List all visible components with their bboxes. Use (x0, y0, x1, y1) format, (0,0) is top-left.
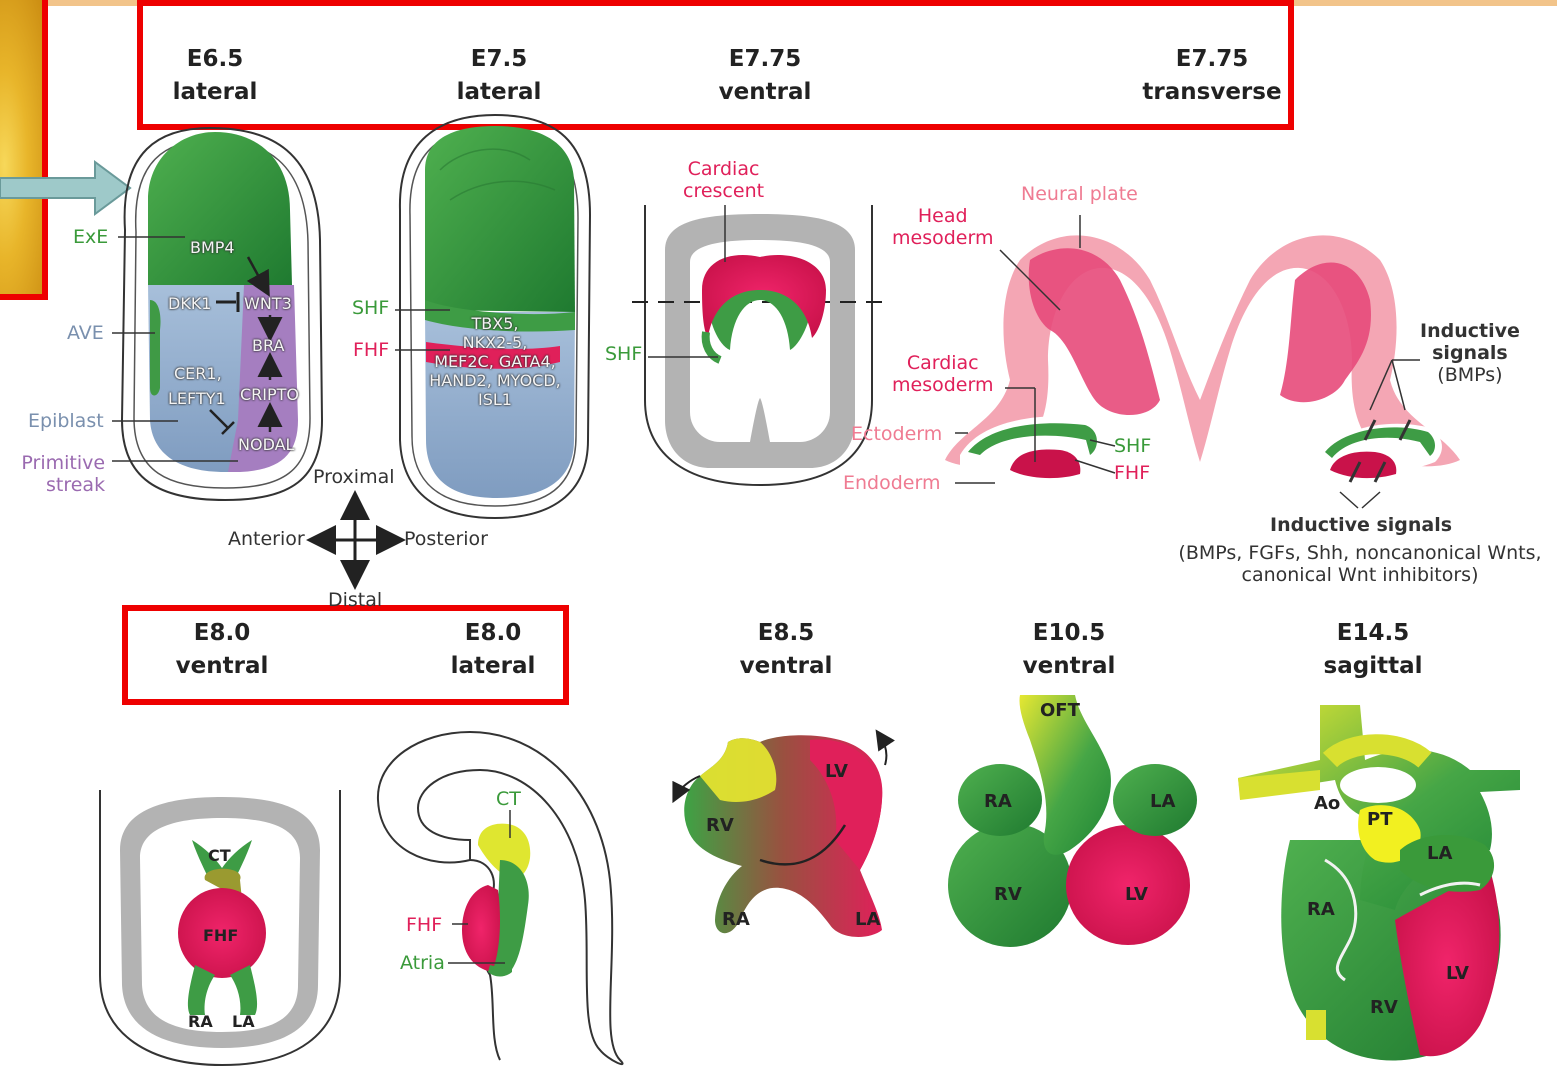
e80l-fhf-label: FHF (406, 914, 442, 936)
axis-distal-label: Distal (328, 589, 382, 611)
e775-ventral-drawing (632, 205, 885, 485)
neural-plate-label: Neural plate (1021, 183, 1138, 205)
bmp4-label: BMP4 (190, 238, 235, 257)
e145-rv-label: RV (1370, 997, 1398, 1018)
axis-anterior-label: Anterior (228, 528, 305, 550)
cripto-label: CRIPTO (240, 385, 299, 404)
e775v-shf-label: SHF (605, 343, 642, 365)
e85-ra-label: RA (722, 909, 750, 930)
lefty1-label: LEFTY1 (168, 389, 226, 408)
inductive-signals-detail: (BMPs, FGFs, Shh, noncanonical Wnts,cano… (1170, 542, 1550, 586)
e145-la-label: LA (1427, 843, 1452, 864)
nodal-label: NODAL (238, 435, 294, 454)
e775t-fhf-label: FHF (1114, 462, 1150, 484)
e105-rv-label: RV (994, 884, 1022, 905)
axis-proximal-label: Proximal (313, 466, 395, 488)
e775-transverse-drawing (945, 215, 1460, 508)
cer1-label: CER1, (174, 364, 222, 383)
pointer-arrow (0, 162, 130, 214)
axis-compass (318, 502, 394, 578)
wnt3-label: WNT3 (244, 294, 292, 313)
ave-label: AVE (67, 322, 104, 344)
e80v-fhf-label: FHF (203, 926, 238, 945)
e80v-ra-label: RA (188, 1012, 213, 1031)
ectoderm-label: Ectoderm (851, 423, 942, 445)
e80v-la-label: LA (232, 1012, 255, 1031)
e75-shf-label: SHF (352, 297, 389, 319)
e105-oft-label: OFT (1040, 700, 1080, 721)
e80l-ct-label: CT (496, 788, 521, 810)
e80l-atria-label: Atria (400, 952, 445, 974)
inductive-signals-title: Inductive signals (1270, 514, 1452, 536)
axis-posterior-label: Posterior (404, 528, 488, 550)
e105-lv-label: LV (1125, 884, 1148, 905)
e105-la-label: LA (1150, 791, 1175, 812)
exe-label: ExE (73, 226, 108, 248)
e85-lv-label: LV (825, 761, 848, 782)
e75-gene-list: TBX5,NKX2-5,MEF2C, GATA4,HAND2, MYOCD,IS… (420, 314, 570, 409)
e145-lv-label: LV (1446, 963, 1469, 984)
e85-rv-label: RV (706, 815, 734, 836)
e80v-ct-label: CT (208, 846, 231, 865)
e80-lateral-drawing (378, 732, 623, 1064)
dkk1-label: DKK1 (168, 294, 211, 313)
e85-la-label: LA (855, 909, 880, 930)
e75-fhf-label: FHF (353, 339, 389, 361)
e145-pt-label: PT (1367, 809, 1392, 830)
e775t-shf-label: SHF (1114, 435, 1151, 457)
e145-ao-label: Ao (1314, 793, 1340, 814)
e85-heart-drawing (676, 735, 886, 937)
bra-label: BRA (252, 336, 284, 355)
e145-ra-label: RA (1307, 899, 1335, 920)
inductive-signals-bmps-label: Inductive signals (BMPs) (1420, 320, 1520, 386)
e105-ra-label: RA (984, 791, 1012, 812)
epiblast-label: Epiblast (28, 410, 104, 432)
e105-heart-drawing (948, 695, 1197, 947)
endoderm-label: Endoderm (843, 472, 940, 494)
